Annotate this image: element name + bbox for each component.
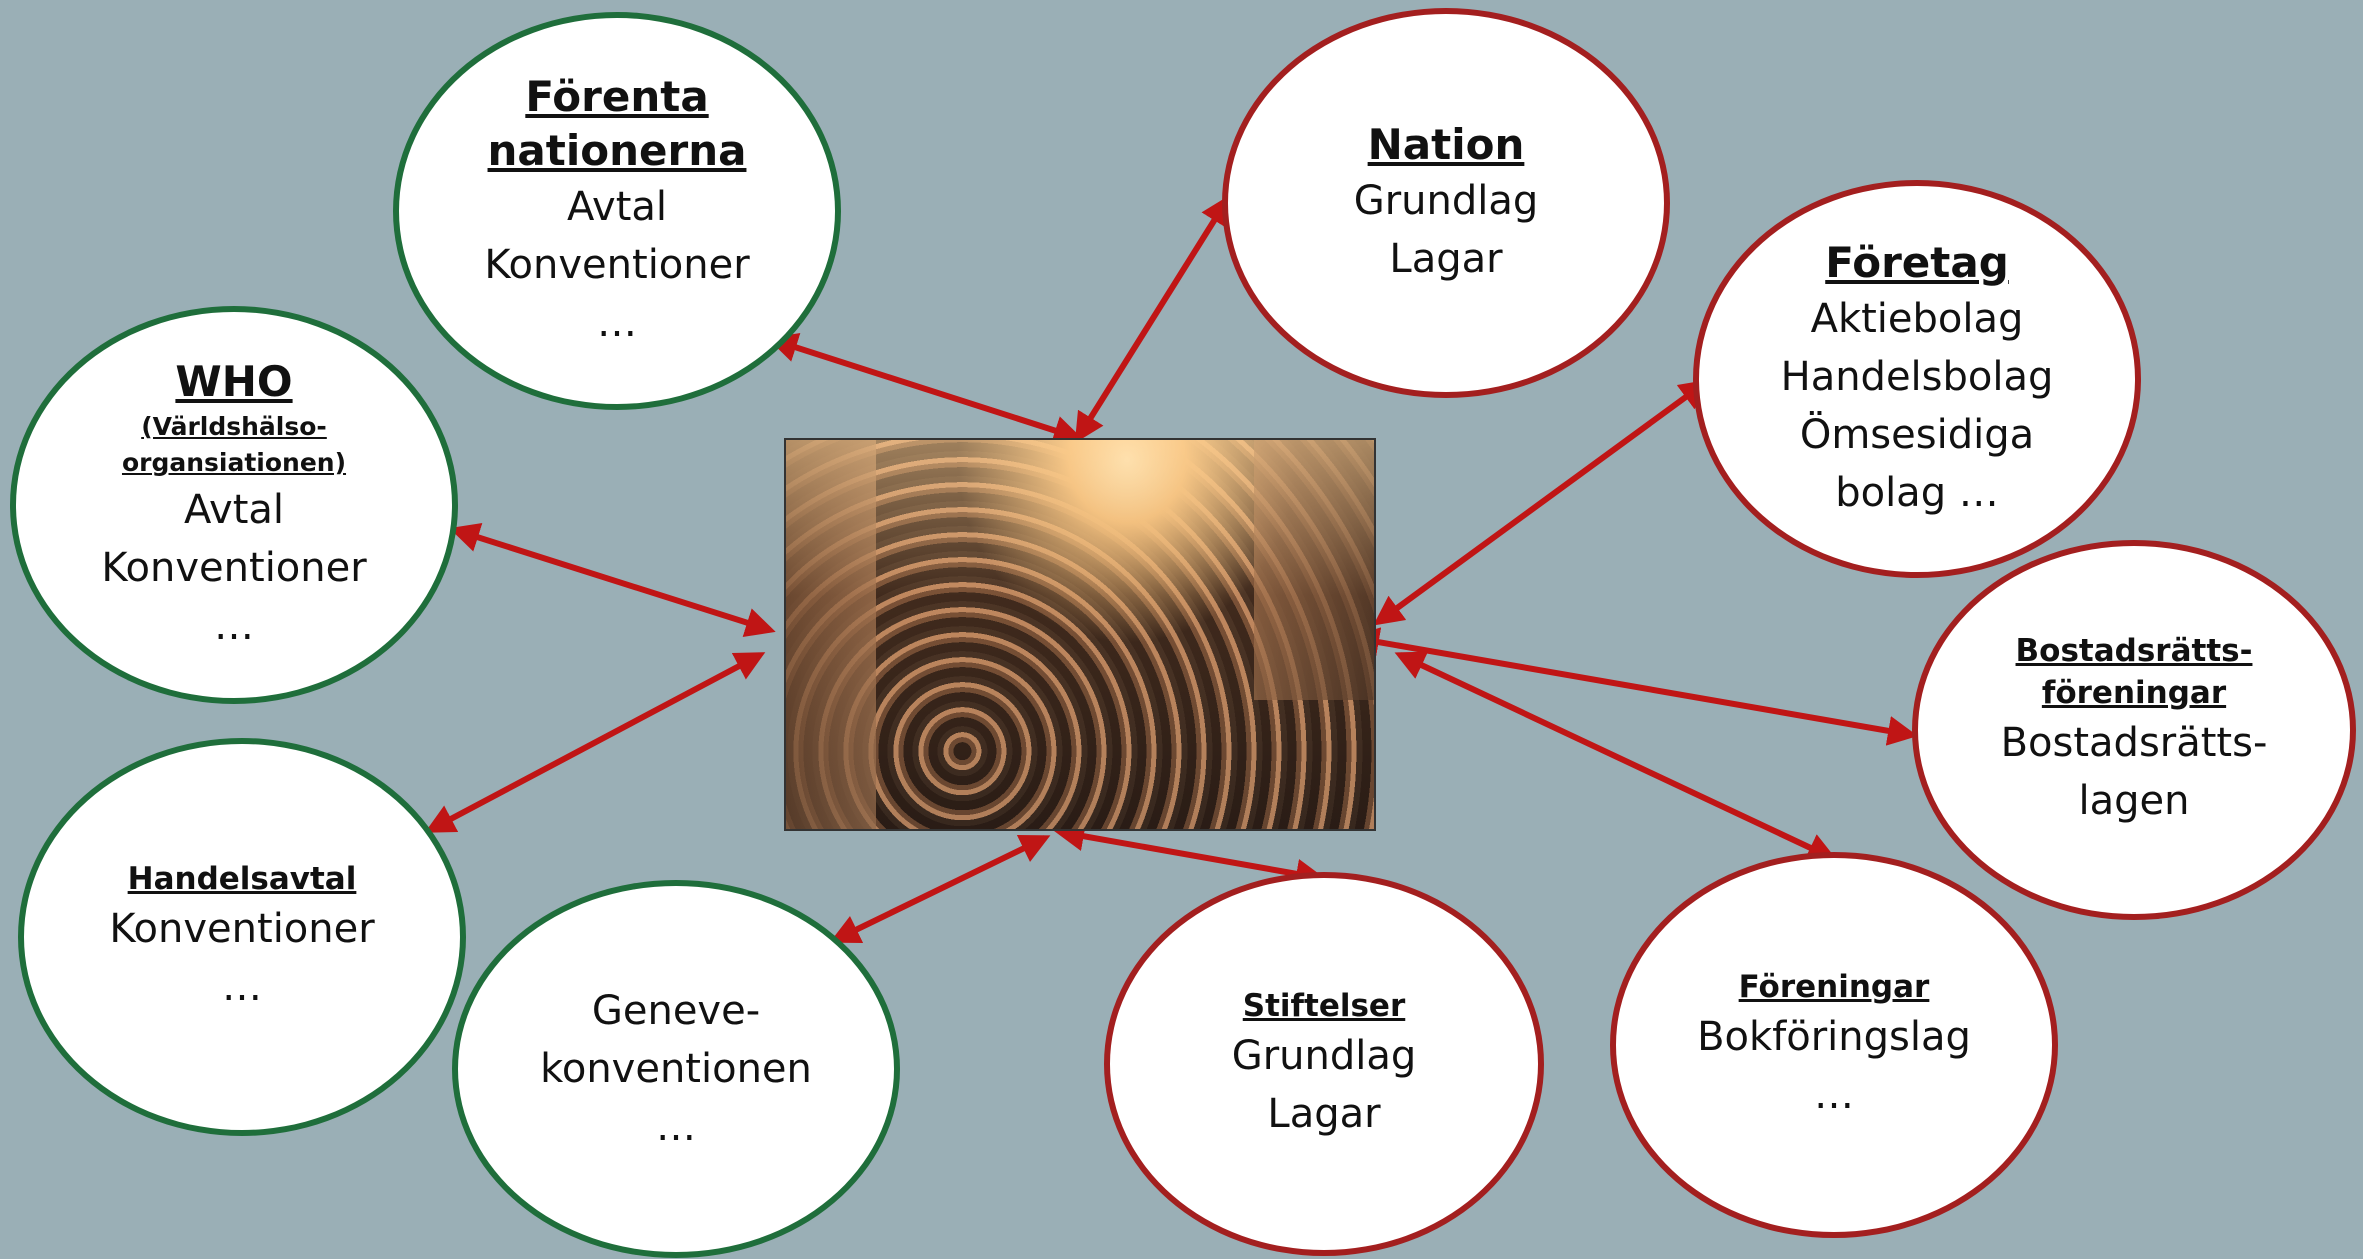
node-title: Företag (1825, 238, 2009, 287)
node-line: Geneve- (591, 988, 761, 1034)
node-title: WHO (175, 357, 293, 406)
arrow-foretag (1373, 379, 1710, 626)
arrow-handelsavtal (424, 652, 766, 833)
node-title: Förenta (525, 72, 709, 121)
node-title: föreningar (2041, 675, 2227, 711)
node-geneve: Geneve- konventionen … (452, 880, 900, 1258)
node-title: Stiftelser (1242, 988, 1406, 1024)
node-stiftelser: Stiftelser Grundlag Lagar (1104, 872, 1544, 1256)
node-line: Avtal (184, 487, 284, 533)
node-nation: Nation Grundlag Lagar (1222, 8, 1670, 398)
arrow-nation (1074, 194, 1231, 444)
node-who: WHO (Världshälso- organsiationen) Avtal … (10, 306, 458, 704)
node-line: Lagar (1267, 1091, 1381, 1137)
node-line: Ömsesidiga (1799, 412, 2035, 458)
crowd-photo (784, 438, 1376, 831)
node-title: Föreningar (1738, 969, 1930, 1005)
node-line: bolag … (1835, 470, 1999, 516)
arrow-forenta (767, 333, 1084, 445)
node-line: Konventioner (109, 906, 375, 952)
node-title: nationerna (487, 126, 747, 175)
node-line: Bostadsrätts- (2000, 720, 2268, 766)
node-line: Grundlag (1231, 1033, 1417, 1079)
node-foretag: Företag Aktiebolag Handelsbolag Ömsesidi… (1693, 180, 2141, 578)
node-title: Handelsavtal (127, 861, 357, 897)
node-title: Nation (1367, 120, 1525, 169)
node-handelsavtal: Handelsavtal Konventioner … (18, 738, 466, 1136)
node-subtitle: organsiationen) (121, 448, 347, 477)
node-line: lagen (2078, 778, 2190, 824)
node-foreningar: Föreningar Bokföringslag … (1610, 852, 2058, 1238)
node-line: Lagar (1389, 236, 1503, 282)
node-bostadsratt: Bostadsrätts- föreningar Bostadsrätts- l… (1912, 540, 2356, 920)
arrow-geneve (829, 834, 1051, 944)
node-line: Bokföringslag (1697, 1014, 1971, 1060)
node-line: konventionen (540, 1046, 812, 1092)
node-line: … (656, 1104, 696, 1150)
node-line: Avtal (567, 184, 667, 230)
node-line: … (597, 300, 637, 346)
node-line: Handelsbolag (1780, 354, 2054, 400)
node-line: … (222, 964, 262, 1010)
node-subtitle: (Världshälso- (141, 412, 327, 441)
node-line: Aktiebolag (1810, 296, 2024, 342)
arrow-stiftelser (1054, 821, 1326, 889)
node-line: Konventioner (101, 545, 367, 591)
node-line: … (1814, 1072, 1854, 1118)
arrow-bostad (1349, 627, 1918, 746)
node-line: Grundlag (1353, 178, 1539, 224)
node-line: Konventioner (484, 242, 750, 288)
node-forenta-nationerna: Förenta nationerna Avtal Konventioner … (393, 12, 841, 410)
arrow-who (449, 522, 776, 638)
node-title: Bostadsrätts- (2015, 633, 2253, 669)
node-line: … (214, 603, 254, 649)
arrow-foreningar (1394, 651, 1838, 862)
